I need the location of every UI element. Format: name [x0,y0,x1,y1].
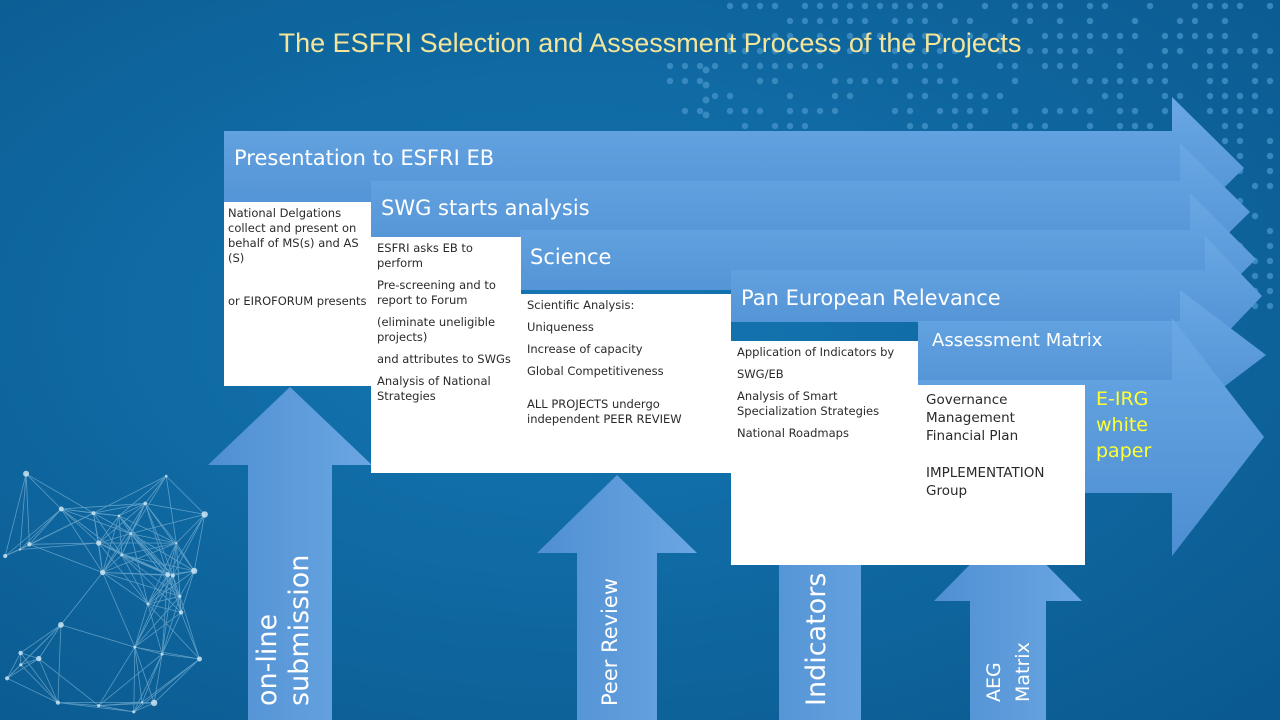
stage-box-assessment-matrix: Governance Management Financial Plan IMP… [918,385,1085,565]
box-text: Scientific Analysis: [527,298,635,312]
stage-arrow-2 [371,143,1250,281]
box-text: and attributes to SWGs [377,351,511,366]
input-label-aeg-matrix: AEG Matrix [983,642,1034,702]
box-text: Analysis of National Strategies [377,373,491,403]
stage-arrow-3 [520,193,1256,325]
box-text: Global Competitiveness [527,363,664,378]
box-text: Application of Indicators by [737,345,895,359]
box-text: (eliminate uneligible projects) [377,314,496,344]
eirg-white-paper-note: E-IRG white paper [1096,388,1152,463]
stage-arrow-6 [918,318,1264,556]
stage-box-swg-analysis: ESFRI asks EB to perform Pre-screening a… [371,237,521,473]
stage-arrow-1 [224,97,1244,239]
stage-arrow-4 [731,236,1262,356]
stage-label-presentation: Presentation to ESFRI EB [234,146,495,170]
box-text: Financial Plan [926,428,1019,445]
stage-label-swg-analysis: SWG starts analysis [381,196,590,220]
stage-label-science: Science [530,245,612,269]
box-text: National Roadmaps [737,425,849,440]
box-text: Management [926,410,1015,427]
input-label-online-submission: on-line submission [252,554,315,706]
box-text: or EIROFORUM presents [228,293,367,308]
input-arrow-aeg-matrix [934,526,1082,720]
page-title: The ESFRI Selection and Assessment Proce… [278,28,1022,58]
stage-label-assessment-matrix: Assessment Matrix [932,330,1103,351]
stage-box-science: Scientific Analysis: Uniqueness Increase… [521,294,731,473]
input-label-indicators: Indicators [801,572,832,706]
box-text: Analysis of Smart Specialization Strateg… [737,388,880,418]
box-text: Pre-screening and to report to Forum [377,277,496,307]
stage-box-presentation: National Delgations collect and present … [224,202,371,386]
box-text: Governance [926,392,1008,408]
input-arrow-online-submission [208,387,372,720]
box-text: Increase of capacity [527,341,643,356]
box-text: ESFRI asks EB to perform [377,241,473,270]
box-text: Uniqueness [527,319,594,334]
box-text: IMPLEMENTATION Group [926,464,1045,499]
stage-box-pan-european: Application of Indicators by SWG/EB Anal… [731,341,918,565]
box-text: SWG/EB [737,366,784,381]
input-arrow-peer-review [537,475,697,720]
stage-arrow-5 [918,290,1266,420]
box-text: ALL PROJECTS undergo independent PEER RE… [527,396,682,426]
input-label-peer-review: Peer Review [598,578,622,706]
stage-label-pan-european: Pan European Relevance [741,286,1001,310]
box-text: National Delgations collect and present … [228,206,359,265]
